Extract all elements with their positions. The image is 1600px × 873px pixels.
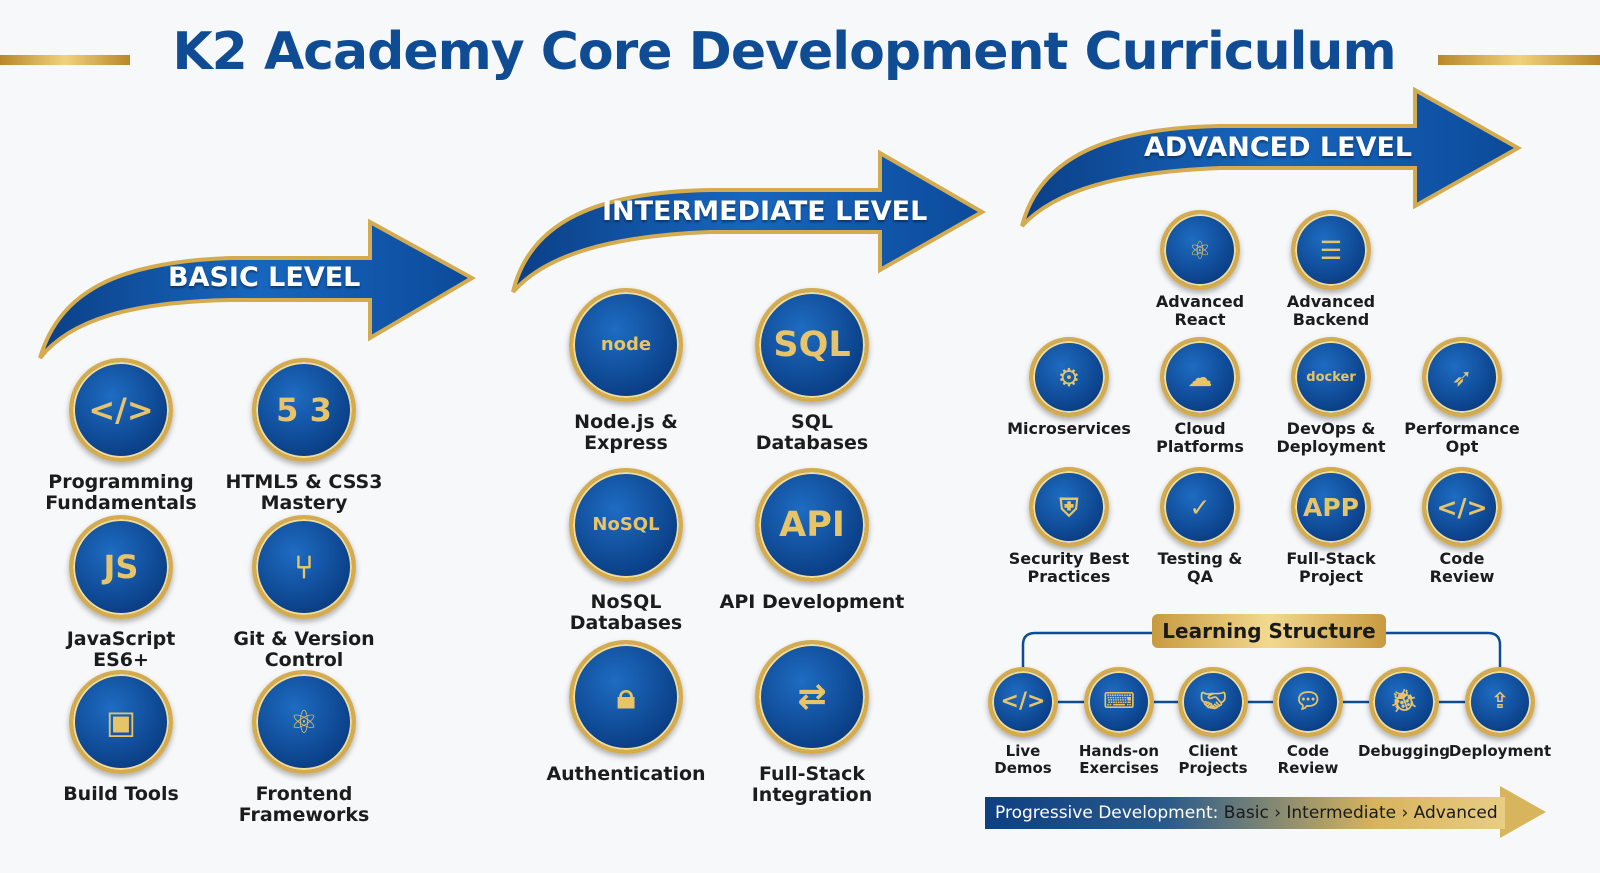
intermediate-level-arrow <box>511 149 987 294</box>
intermediate-level-label: INTERMEDIATE LEVEL <box>602 196 928 227</box>
curriculum-item-label: Live Demos <box>994 742 1052 777</box>
curriculum-item-label: API Development <box>719 591 905 613</box>
bug-icon: 🐞︎ <box>1369 667 1439 737</box>
advanced-level-arrow <box>1020 86 1523 228</box>
curriculum-item-label: Client Projects <box>1178 742 1248 777</box>
curriculum-item-label: Frontend Frameworks <box>238 783 370 827</box>
title-rule-right <box>1438 55 1600 65</box>
react-plus-icon: ⚛ <box>1160 210 1240 290</box>
curriculum-item-label: DevOps & Deployment <box>1276 419 1386 456</box>
curriculum-item-label: Testing & QA <box>1157 549 1243 586</box>
nodejs-icon: node <box>569 288 683 402</box>
curriculum-item-label: NoSQL Databases <box>569 591 683 635</box>
basic-level-label: BASIC LEVEL <box>168 262 361 293</box>
curriculum-item-label: Code Review <box>1277 742 1339 777</box>
server-plus-icon: ☰ <box>1291 210 1371 290</box>
react-atom-icon: ⚛ <box>252 670 356 774</box>
curriculum-item-label: Full-Stack Project <box>1286 549 1376 586</box>
learning-structure-title: Learning Structure <box>1152 614 1386 648</box>
curriculum-item-label: Performance Opt <box>1404 419 1520 456</box>
code-window-icon: </> <box>988 667 1058 737</box>
computers-sync-icon: ⇄ <box>755 640 869 754</box>
curriculum-item-label: Cloud Platforms <box>1156 419 1244 456</box>
curriculum-item-label: Authentication <box>546 763 706 785</box>
progress-banner: Progressive Development: Basic › Interme… <box>985 797 1505 829</box>
curriculum-item-label: Debugging <box>1357 742 1451 760</box>
rocket-icon: ➶ <box>1422 337 1502 417</box>
title-rule-left <box>0 55 130 65</box>
curriculum-item-label: JavaScript ES6+ <box>66 628 176 672</box>
git-icon: ⑂ <box>252 515 356 619</box>
curriculum-item-label: Full-Stack Integration <box>751 763 873 807</box>
box-icon: ▣ <box>69 670 173 774</box>
code-search-icon: </> <box>1422 467 1502 547</box>
handshake-icon: 🤝︎ <box>1178 667 1248 737</box>
basic-level-arrow <box>38 218 477 360</box>
html5-css3-icon: 5 3 <box>252 358 356 462</box>
microservices-icon: ⚙ <box>1029 337 1109 417</box>
progress-prefix: Progressive Development: <box>995 803 1219 823</box>
curriculum-item-label: HTML5 & CSS3 Mastery <box>225 471 383 515</box>
progress-path: Basic › Intermediate › Advanced <box>1223 803 1498 823</box>
keyboard-icon: ⌨ <box>1084 667 1154 737</box>
checkmark-icon: ✓ <box>1160 467 1240 547</box>
curriculum-item-label: Programming Fundamentals <box>45 471 197 515</box>
docker-icon: docker <box>1291 337 1371 417</box>
shield-icon: ⛨ <box>1029 467 1109 547</box>
lock-icon: 🔒︎ <box>569 640 683 754</box>
curriculum-item-label: SQL Databases <box>755 411 869 455</box>
curriculum-item-label: Security Best Practices <box>1008 549 1130 586</box>
nosql-database-icon: NoSQL <box>569 468 683 582</box>
curriculum-item-label: Advanced Backend <box>1286 292 1376 329</box>
curriculum-item-label: Deployment <box>1448 742 1552 760</box>
curriculum-item-label: Git & Version Control <box>233 628 375 672</box>
sql-database-icon: SQL <box>755 288 869 402</box>
curriculum-item-label: Advanced React <box>1155 292 1245 329</box>
mobile-app-icon: APP <box>1291 467 1371 547</box>
chat-bubbles-icon: 💬︎ <box>1273 667 1343 737</box>
curriculum-item-label: Build Tools <box>63 783 179 805</box>
curriculum-item-label: Code Review <box>1429 549 1495 586</box>
advanced-level-label: ADVANCED LEVEL <box>1144 132 1413 163</box>
curriculum-item-label: Microservices <box>1007 419 1131 438</box>
api-icon: API <box>755 468 869 582</box>
progress-arrow-head <box>1500 786 1546 838</box>
code-window-icon: </> <box>69 358 173 462</box>
curriculum-item-label: Hands-on Exercises <box>1078 742 1160 777</box>
curriculum-item-label: Node.js & Express <box>574 411 678 455</box>
cloud-icon: ☁ <box>1160 337 1240 417</box>
javascript-icon: JS <box>69 515 173 619</box>
upload-icon: ⇪ <box>1465 667 1535 737</box>
page-title: K2 Academy Core Development Curriculum <box>172 22 1396 82</box>
